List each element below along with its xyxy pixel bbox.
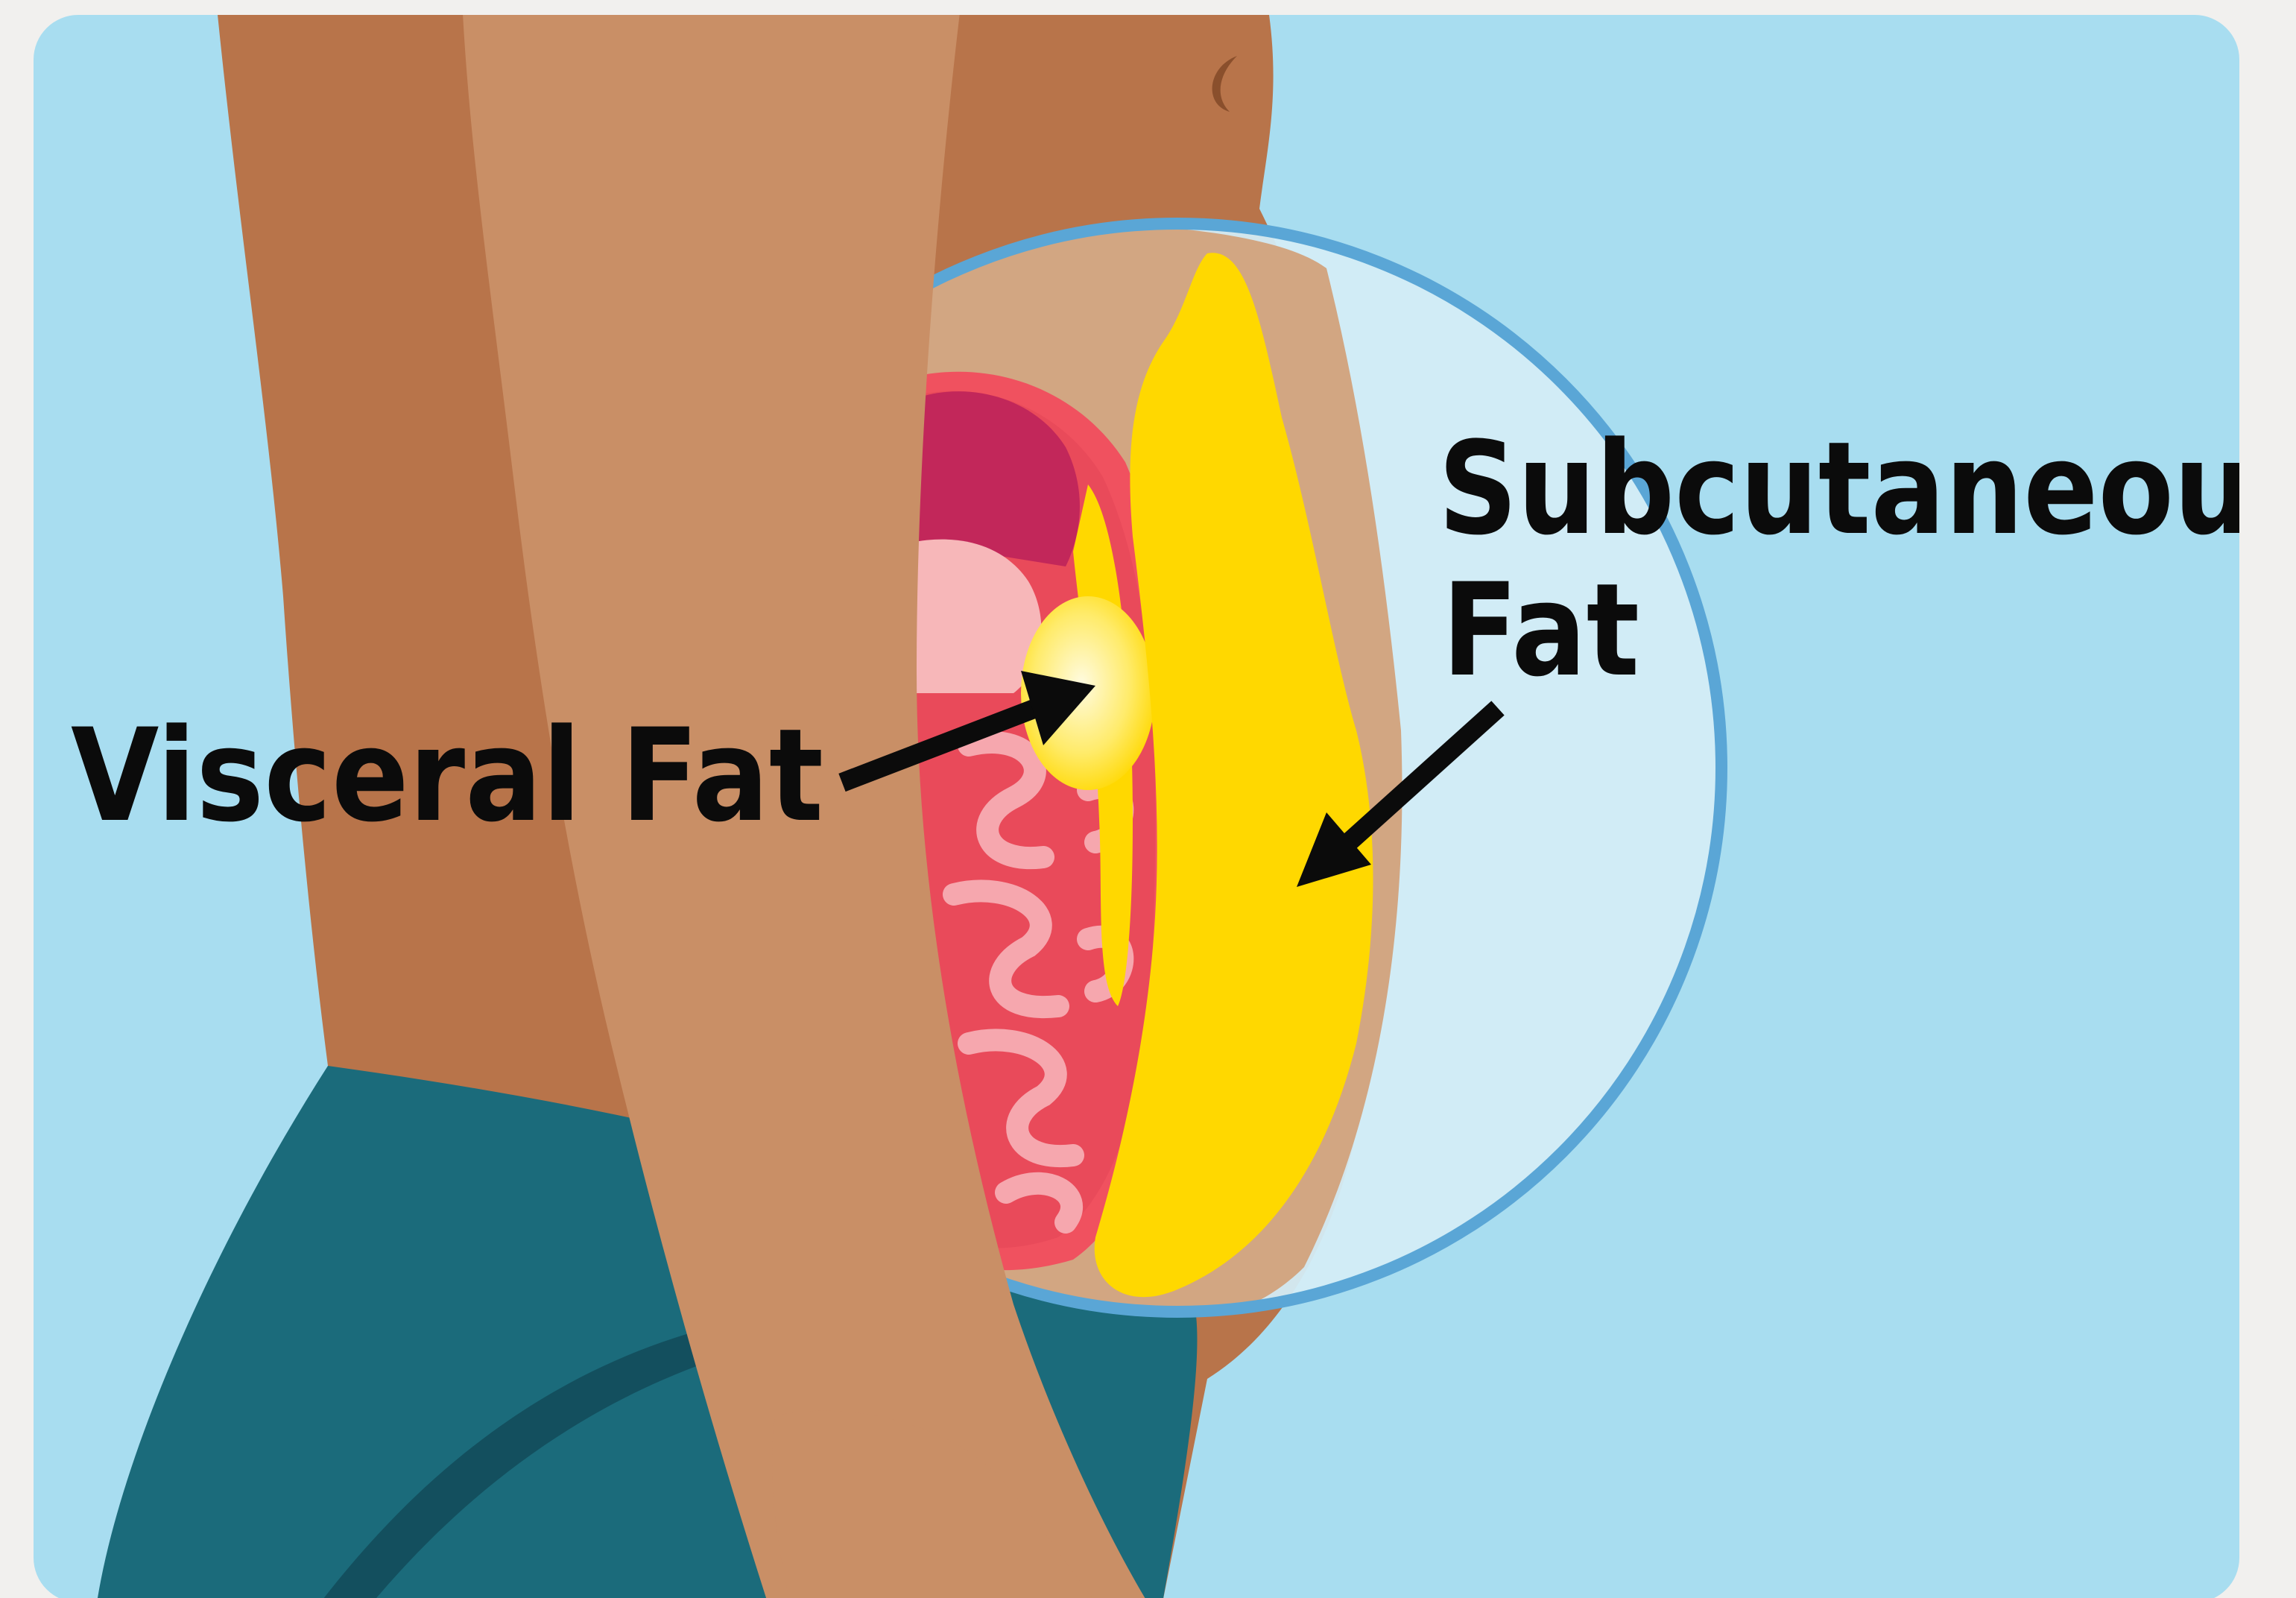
subcutaneous-label-line1: Subcutaneous — [1438, 414, 2296, 563]
subcutaneous-label-line2: Fat — [1442, 555, 1639, 705]
visceral-fat-label: Visceral Fat — [71, 701, 823, 850]
